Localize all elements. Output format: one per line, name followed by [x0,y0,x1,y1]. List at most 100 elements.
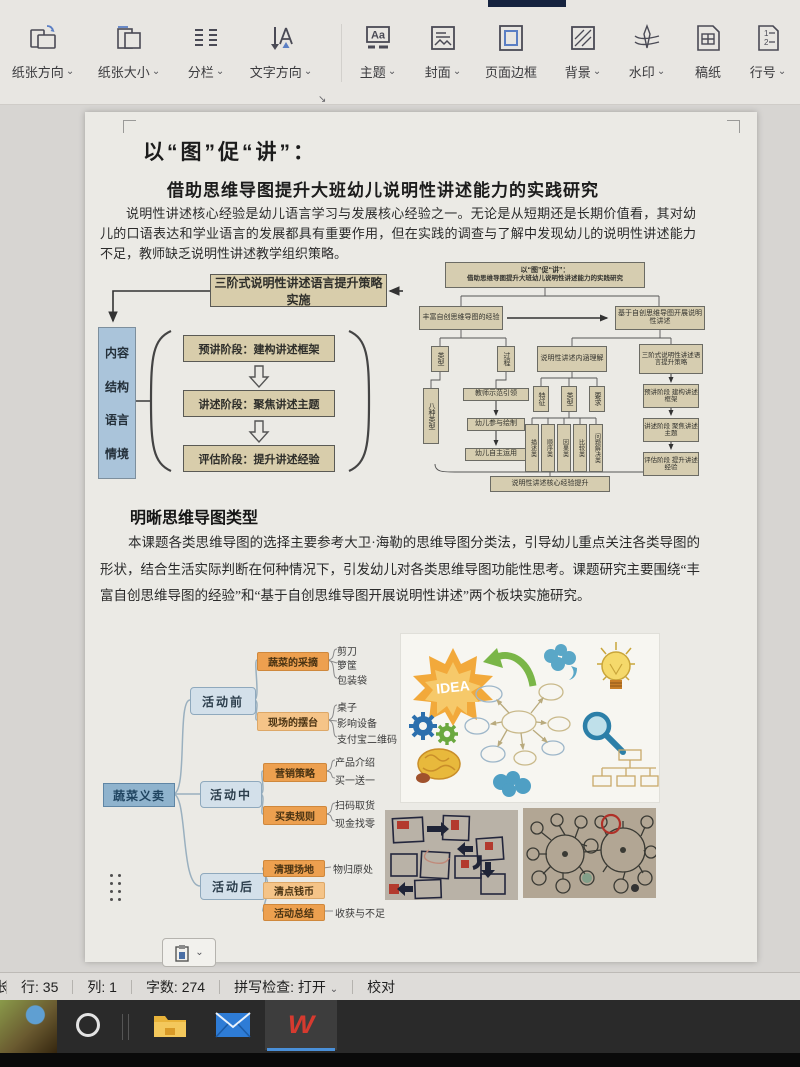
dropdown-caret-icon: ⌄ [592,66,602,77]
mindmap-subnode[interactable]: 营销策略 [263,763,327,782]
thumb-node: 问题解决类 [589,424,603,472]
mindmap-subnode[interactable]: 现场的摆台 [257,712,329,731]
toolbar-columns-button[interactable]: 分栏⌄ [176,14,236,92]
thumb-node: 幼儿自主运用 [465,448,527,461]
thumb-node: 基于自创思维导图开展说明性讲述 [615,306,705,330]
text-direction-icon [271,27,293,50]
paste-options-button[interactable]: ⌄ [162,938,216,967]
mindmap-leaf: 剪刀 [337,647,357,658]
toolbar-page-border-button[interactable]: 页面边框 [476,14,546,92]
file-explorer-icon[interactable] [152,1010,188,1040]
vegetable-sale-mindmap[interactable]: 蔬菜义卖 活动前 活动中 活动后 蔬菜的采摘 剪刀 箩筐 包装袋 现场的摆台 桌… [85,640,425,940]
status-spellcheck[interactable]: 拼写检查: 打开 ⌄ [234,979,339,995]
toolbar-label: 主题 [359,65,386,80]
active-tab-indicator [488,0,566,7]
ribbon-dialog-launcher-icon[interactable]: ↘ [318,94,327,105]
flowchart-stage-box[interactable]: 预讲阶段：建构讲述框架 [183,335,335,362]
toolbar-label: 分栏 [187,65,214,80]
mindmap-branch[interactable]: 活动后 [200,873,266,900]
toolbar-theme-button[interactable]: Aa 主题⌄ [348,14,408,92]
mindmap-subnode[interactable]: 买卖规则 [263,806,327,825]
toolbar-page-orientation-button[interactable]: 纸张方向⌄ [6,14,80,92]
mail-icon[interactable] [214,1011,252,1039]
toolbar-label: 页面边框 [484,65,537,80]
thumb-node: 说明性讲述内涵理解 [537,346,607,372]
clipart-graphics: IDEA [409,642,659,797]
toolbar-text-direction-button[interactable]: 文字方向⌄ [244,14,318,92]
child-flowchart-photo[interactable] [385,810,518,900]
toolbar-label: 文字方向 [249,65,302,80]
mindmap-leaf: 物归原处 [333,865,373,876]
thumb-node: 预讲阶段 建构讲述框架 [643,384,699,408]
thumb-node: 教师示范引领 [463,388,529,401]
side-label: 语言 [104,413,129,428]
flowchart-stage-box[interactable]: 评估阶段：提升讲述经验 [183,445,335,472]
thumb-bottom-box: 说明性讲述核心经验提升 [490,476,610,492]
thumb-node: 评估阶段 提升讲述经验 [643,452,699,476]
dropdown-caret-icon: ⌄ [303,66,313,77]
thumb-node: 类型 [561,386,577,412]
page-size-icon [117,26,141,49]
status-bar: 长 行: 35 列: 1 字数: 274 拼写检查: 打开 ⌄ 校对 [0,972,800,1001]
dropdown-caret-icon: ⌄ [151,66,161,77]
cortana-icon[interactable] [76,1013,100,1037]
mindmap-leaf: 影响设备 [337,719,377,730]
toolbar-grid-paper-button[interactable]: 稿纸 [682,14,734,92]
toolbar-label: 封面 [424,65,451,80]
grid-paper-icon [697,25,720,51]
mindmap-leaf: 产品介绍 [335,758,375,769]
object-drag-handle[interactable] [110,874,124,904]
mindmap-leaf: 桌子 [337,703,357,714]
doc-paragraph[interactable]: 说明性讲述核心经验是幼儿语言学习与发展核心经验之一。无论是从短期还是长期价值看，… [100,206,696,261]
background-icon [571,26,595,50]
mindmap-branch[interactable]: 活动前 [190,687,256,715]
child-bubblemap-photo[interactable] [523,808,656,898]
desktop-wallpaper-sliver[interactable] [0,1000,57,1053]
document-page[interactable]: 以“图”促“讲”： 借助思维导图提升大班幼儿说明性讲述能力的实践研究 说明性讲述… [85,112,757,967]
strategy-flowchart[interactable]: 三阶式说明性讲述语言提升策略实施 内容 结构 语言 情境 预讲阶段：建构讲述框架… [85,267,407,489]
svg-text:1: 1 [764,29,769,38]
ribbon-toolbar: 纸张方向⌄ 纸张大小⌄ 分栏⌄ 文字方向⌄ Aa 主题⌄ 封面⌄ 页面边框 [0,0,800,105]
mindmap-leaf: 收获与不足 [335,909,385,920]
dropdown-caret-icon: ⌄ [387,66,397,77]
wps-office-taskbar-button[interactable]: W [265,1000,337,1050]
clipped-status-item: 长 [0,977,6,997]
columns-icon [195,29,217,46]
dropdown-caret-icon: ⌄ [195,947,204,958]
thumb-node: 特征 [533,386,549,412]
thumb-node: 描述类 [525,424,539,472]
mindmap-root[interactable]: 蔬菜义卖 [103,783,175,807]
mindmap-subnode[interactable]: 清点钱币 [263,882,325,899]
photo2-sketch [526,813,656,894]
toolbar-background-button[interactable]: 背景⌄ [552,14,614,92]
mindmap-subnode[interactable]: 活动总结 [263,904,325,921]
side-label: 内容 [104,346,129,361]
page-orientation-icon [30,25,56,49]
thumb-title-box: 以“图”促“讲”： 借助思维导图提升大班幼儿说明性讲述能力的实践研究 [445,262,645,288]
toolbar-label: 纸张大小 [97,65,150,80]
flowchart-side-box[interactable]: 内容 结构 语言 情境 [98,327,136,479]
toolbar-page-size-button[interactable]: 纸张大小⌄ [92,14,166,92]
toolbar-watermark-button[interactable]: 水印⌄ [618,14,676,92]
flowchart-connectors [108,286,403,473]
active-app-underline [267,1048,335,1051]
dropdown-caret-icon: ⌄ [329,984,339,995]
toolbar-separator [341,24,342,82]
doc-paragraph[interactable]: 本课题各类思维导图的选择主要参考大卫·海勒的思维导图分类法，引导幼儿重点关注各类… [100,535,700,603]
flowchart-stage-box[interactable]: 讲述阶段：聚焦讲述主题 [183,390,335,417]
mindmap-subnode[interactable]: 蔬菜的采摘 [257,652,329,671]
idea-clipart-image[interactable]: IDEA [400,633,660,803]
mindmap-branch[interactable]: 活动中 [200,781,262,808]
page-border-icon [499,25,523,51]
thumb-node: 幼儿参与绘制 [467,418,525,431]
mindmap-subnode[interactable]: 清理场地 [263,860,325,877]
flowchart-top-box[interactable]: 三阶式说明性讲述语言提升策略实施 [210,274,387,307]
thumb-node: 要求 [589,386,605,412]
toolbar-label: 背景 [564,65,591,80]
mindmap-thumbnail[interactable]: 以“图”促“讲”： 借助思维导图提升大班幼儿说明性讲述能力的实践研究 丰富自创思… [415,262,715,498]
status-word-count[interactable]: 字数: 274 [145,979,206,995]
status-proofread[interactable]: 校对 [367,979,396,995]
toolbar-cover-button[interactable]: 封面⌄ [412,14,474,92]
dropdown-caret-icon: ⌄ [215,66,225,77]
